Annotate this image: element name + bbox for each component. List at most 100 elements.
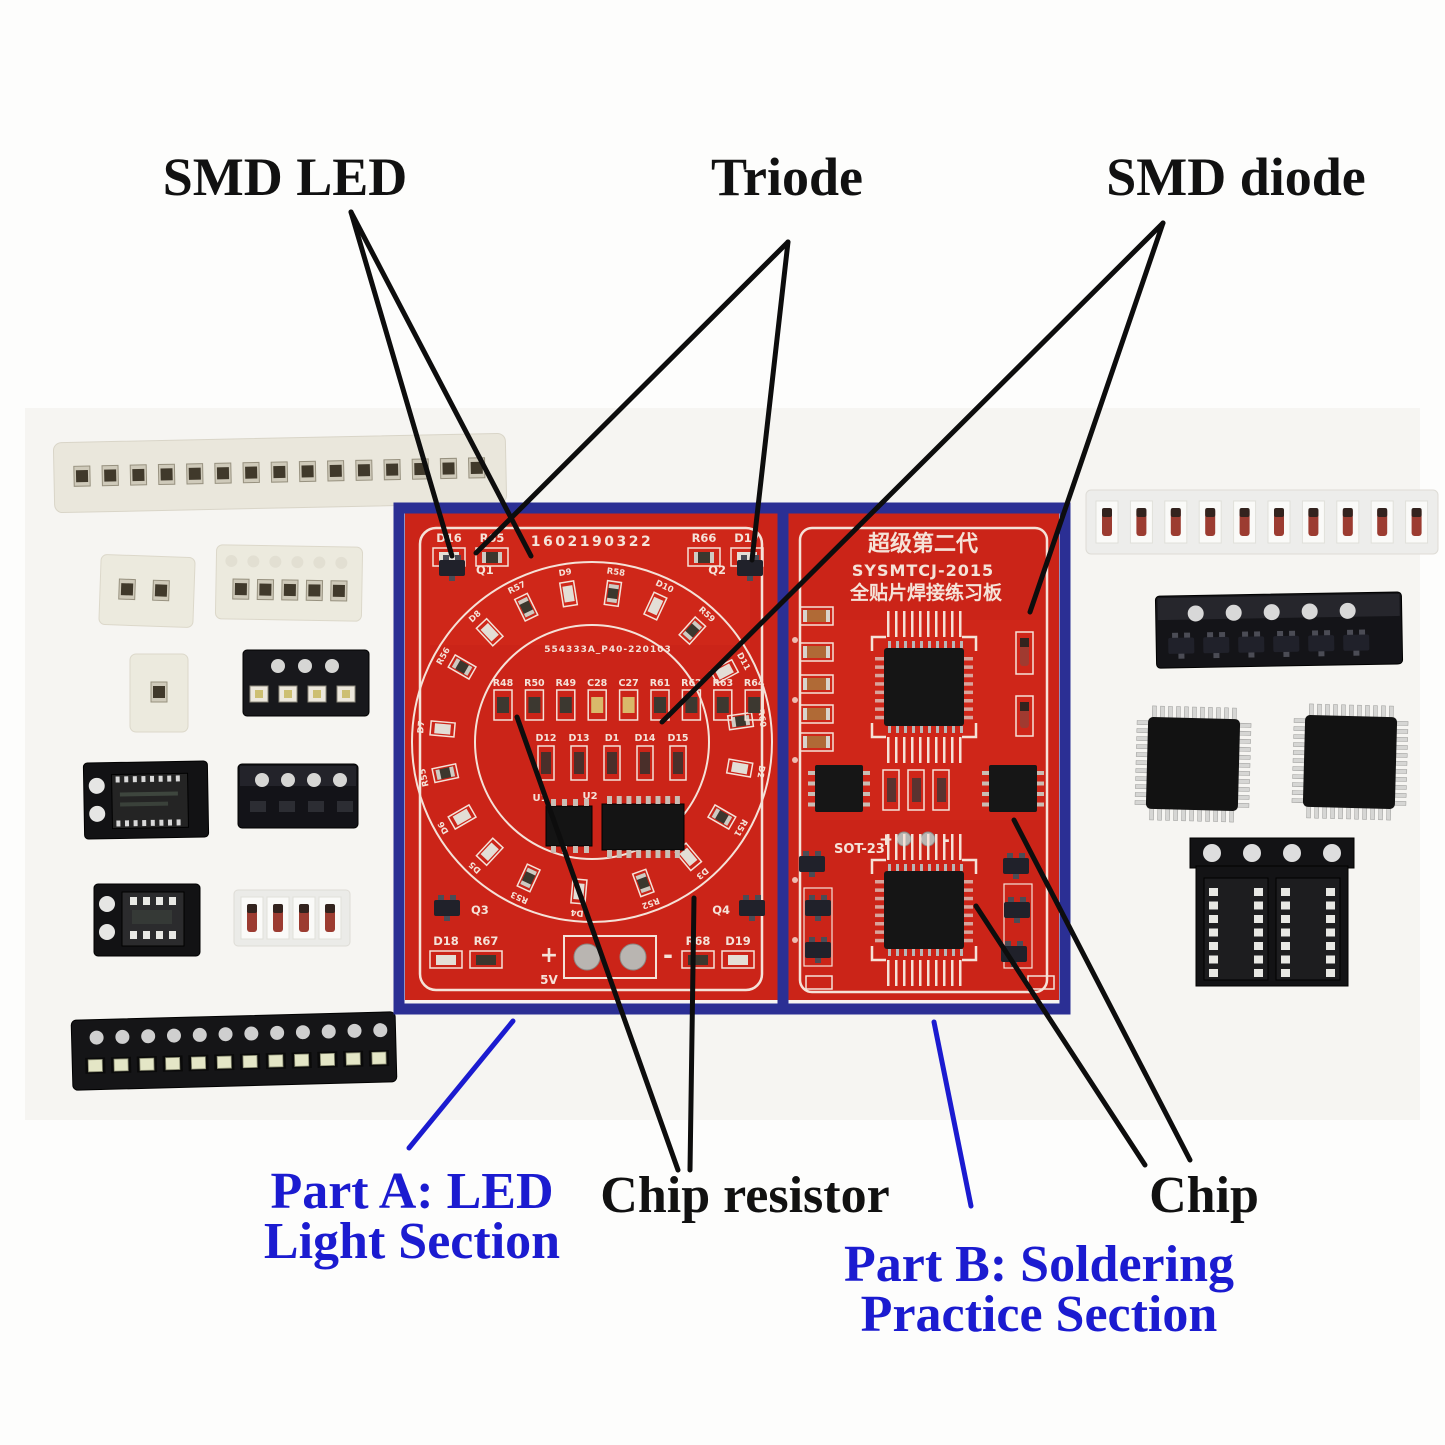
sot23-transistor — [805, 942, 831, 958]
row1-ref-label: R62 — [681, 678, 702, 689]
row1-ref-label: R48 — [493, 678, 514, 689]
label-part-b: Part B: Soldering Practice Section — [844, 1239, 1234, 1343]
ref-q1: Q1 — [476, 563, 494, 577]
soldered-qfp-chip — [884, 871, 964, 949]
label-smd-led: SMD LED — [162, 147, 408, 207]
arrow-chip-2 — [1011, 817, 1193, 1163]
sot23-transistor — [1203, 636, 1230, 654]
board-a-serial: 1602190322 — [531, 534, 653, 550]
resistor-tape-one — [129, 653, 189, 733]
ref-q4: Q4 — [712, 903, 730, 917]
row1-ref-label: R61 — [650, 678, 671, 689]
label-chip: Chip — [1149, 1167, 1259, 1224]
ref-u1: U1 — [532, 793, 547, 804]
diode-tape-right — [1085, 489, 1439, 555]
green-led-chip — [242, 1054, 258, 1069]
sot23-transistor — [434, 900, 460, 916]
sot23-transistor — [1343, 634, 1370, 651]
label-part-a: Part A: LED Light Section — [263, 1163, 561, 1270]
board-b-title-1: 超级第二代 — [868, 531, 978, 557]
sot23-transistor — [439, 560, 465, 576]
board-b-components — [799, 606, 1044, 986]
arrow-triode-2 — [473, 239, 791, 556]
board-a-center-code: 554333A_P40-220103 — [544, 645, 671, 655]
sot23-transistor — [1308, 635, 1335, 652]
power-voltage: 5V — [540, 973, 558, 987]
ring-slot-R55: R55 — [418, 762, 460, 788]
row2-ref-label: D13 — [568, 733, 589, 744]
arrow-chip-resistor-2 — [687, 895, 697, 1173]
sot23-transistor — [737, 560, 763, 576]
soldered-qfp-chip — [884, 648, 964, 726]
sot23-transistor — [1003, 858, 1029, 874]
row1-ref-label: C28 — [587, 678, 608, 689]
green-led-chip — [294, 1053, 310, 1067]
power-plus-b: + — [879, 830, 893, 850]
row1-ref-label: C27 — [618, 678, 638, 689]
ref-r67: R67 — [474, 934, 499, 948]
green-led-chip — [113, 1058, 129, 1072]
ring-slot-D9: D9 — [558, 567, 579, 608]
label-part-a-line2: Light Section — [263, 1213, 561, 1270]
green-led-chip — [216, 1055, 232, 1069]
row1-ref-label: R64 — [744, 678, 765, 689]
board-a-components — [434, 555, 765, 921]
ref-d18: D18 — [433, 934, 459, 948]
resistor-tape-long — [52, 432, 508, 514]
green-led-chip — [345, 1052, 361, 1066]
arrow-chip-1 — [973, 903, 1148, 1168]
row2-ref-label: D15 — [667, 733, 688, 744]
blue-callout-lines — [406, 1018, 974, 1209]
soldered-soic-chip — [815, 765, 863, 812]
ring-slot-D2: D2 — [725, 758, 766, 779]
label-chip-resistor: Chip resistor — [600, 1167, 890, 1224]
sot23-transistor — [1004, 902, 1030, 918]
row1-ref-label: R49 — [556, 678, 577, 689]
label-triode: Triode — [711, 147, 863, 207]
sot23-label: SOT-23 — [834, 842, 885, 857]
row1-ref-label: R50 — [524, 678, 545, 689]
row1-ref-label: R63 — [713, 678, 734, 689]
green-led-chip — [268, 1054, 284, 1068]
soic-pair-tape — [1189, 837, 1355, 987]
soldered-resistor — [807, 708, 826, 720]
green-led-chip — [319, 1052, 336, 1067]
green-led-tape — [70, 1011, 398, 1091]
black-callout-lines — [348, 209, 1193, 1173]
soldered-soic-chip — [989, 765, 1037, 812]
ring-slot-R58: R58 — [603, 566, 626, 608]
sot23-transistor — [739, 900, 765, 916]
line-part-a — [406, 1018, 516, 1151]
arrow-smd-led-1 — [348, 209, 455, 559]
green-led-chip — [139, 1057, 155, 1071]
board-b-title-3: 全贴片焊接练习板 — [849, 581, 1003, 604]
arrow-smd-led-2 — [348, 209, 534, 559]
ring-ref-label: D2 — [754, 764, 766, 779]
green-led-chip — [371, 1051, 387, 1065]
ring-ref-label: D9 — [558, 567, 572, 579]
soldered-resistor — [807, 646, 826, 658]
label-part-a-line1: Part A: LED — [270, 1163, 554, 1220]
resistor-tape-two — [98, 554, 196, 628]
resistor-tape-five — [214, 544, 364, 622]
ring-ref-label: D7 — [416, 720, 427, 734]
soic16-chip-tape — [82, 760, 210, 840]
arrow-triode-1 — [749, 239, 791, 563]
label-part-b-line2: Practice Section — [860, 1286, 1218, 1343]
row2-ref-label: D12 — [535, 733, 556, 744]
ring-ref-label: R60 — [755, 708, 767, 728]
white-led-tape — [242, 649, 370, 717]
ref-q3: Q3 — [471, 903, 489, 917]
row2-ref-label: D1 — [605, 733, 620, 744]
arrow-smd-diode-1 — [659, 220, 1166, 725]
board-b-silkscreen: 超级第二代 SYSMTCJ-2015 全贴片焊接练习板 SOT-23 + - — [792, 526, 1055, 994]
qfp-chips — [1134, 703, 1409, 823]
line-part-b — [931, 1019, 974, 1209]
pcb-navy-frame — [393, 502, 1071, 1015]
u2-chip — [601, 803, 685, 851]
power-minus-b: - — [942, 829, 950, 851]
diode-tape-left — [233, 889, 351, 947]
